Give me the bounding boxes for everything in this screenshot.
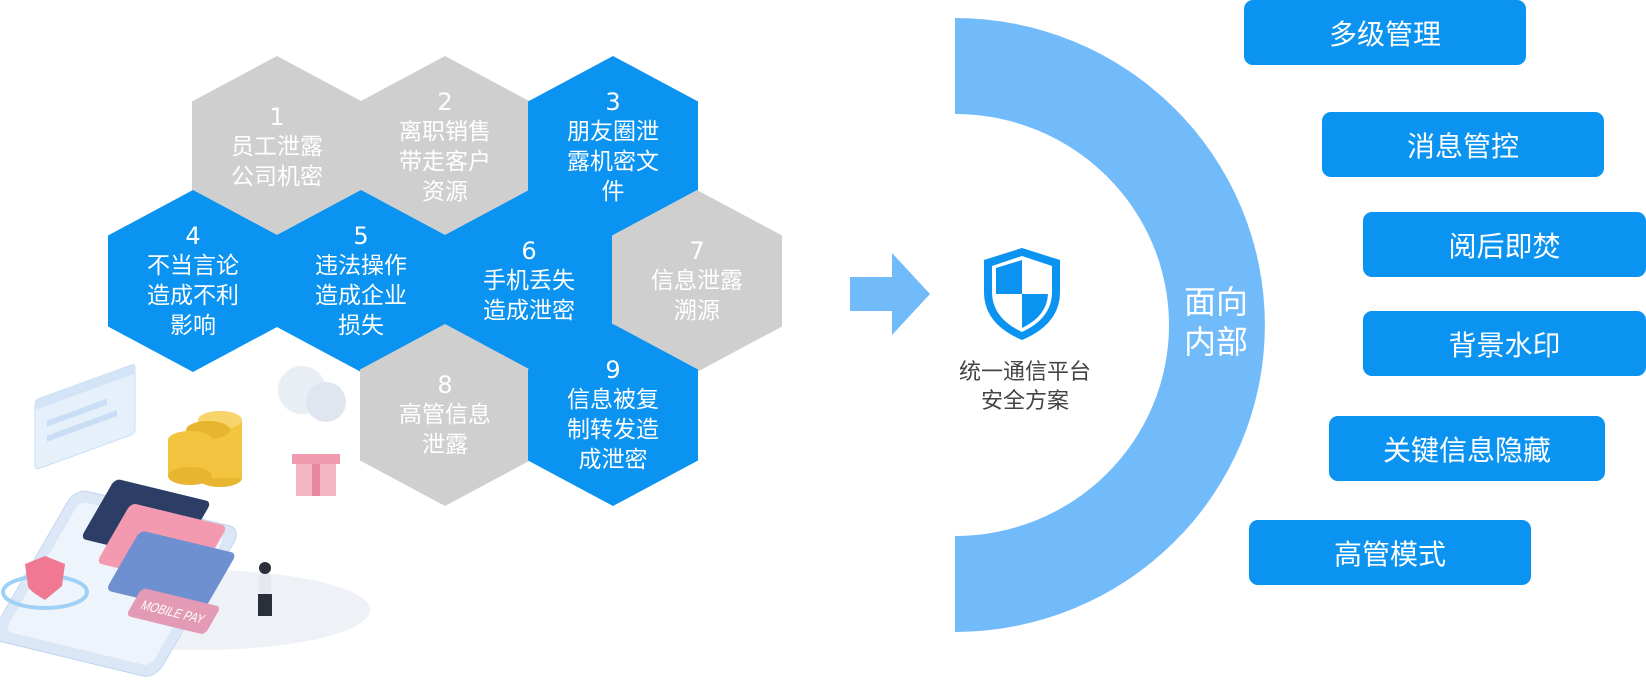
risk-text: 不当言论造成不利影响 — [147, 253, 239, 339]
ring-label: 面向 内部 — [1166, 282, 1266, 362]
feature-key-info-hiding[interactable]: 关键信息隐藏 — [1329, 416, 1605, 481]
solution-caption: 统一通信平台 安全方案 — [935, 358, 1115, 416]
risk-text: 离职销售带走客户资源 — [399, 119, 491, 205]
shield-icon — [984, 248, 1060, 340]
ring-label-line1: 面向 — [1183, 283, 1248, 321]
person-graphic — [258, 562, 272, 616]
risk-number: 1 — [269, 103, 285, 131]
pink-shield-graphic — [1, 556, 89, 610]
browser-window-graphic — [34, 363, 136, 470]
arrow-right-icon — [850, 253, 930, 335]
risk-text: 朋友圈泄露机密文件 — [567, 119, 659, 205]
bank-cards-graphic: MOBILE PAY — [82, 479, 235, 634]
risk-number: 9 — [605, 356, 621, 384]
balloon-graphic — [278, 366, 346, 422]
risk-tile: 8 高管信息泄露 — [360, 324, 530, 506]
feature-background-watermark[interactable]: 背景水印 — [1363, 311, 1646, 376]
risk-number: 4 — [185, 222, 201, 250]
ring-label-line2: 内部 — [1183, 323, 1248, 361]
risk-text: 员工泄露公司机密 — [231, 134, 323, 190]
risk-number: 6 — [521, 237, 537, 265]
risk-number: 2 — [437, 88, 453, 116]
risk-number: 7 — [689, 237, 705, 265]
risk-text: 信息被复制转发造成泄密 — [567, 387, 659, 473]
caption-line2: 安全方案 — [980, 389, 1069, 414]
risk-text: 违法操作造成企业损失 — [315, 253, 407, 339]
feature-multi-level-management[interactable]: 多级管理 — [1244, 0, 1526, 65]
gift-box-graphic — [292, 454, 340, 496]
risk-text: 高管信息泄露 — [399, 402, 491, 458]
caption-line1: 统一通信平台 — [958, 360, 1091, 385]
half-ring-shape — [955, 18, 1265, 632]
feature-message-control[interactable]: 消息管控 — [1322, 112, 1604, 177]
feature-executive-mode[interactable]: 高管模式 — [1249, 520, 1531, 585]
risk-number: 5 — [353, 222, 369, 250]
risk-text: 信息泄露溯源 — [651, 268, 743, 324]
mobile-payment-illustration: MOBILE PAY — [0, 363, 370, 677]
coin-stack-graphic — [168, 411, 242, 487]
risk-number: 8 — [437, 371, 453, 399]
feature-burn-after-reading[interactable]: 阅后即焚 — [1363, 212, 1646, 277]
risk-text: 手机丢失造成泄密 — [483, 268, 575, 324]
risk-number: 3 — [605, 88, 621, 116]
risk-tile: 9 信息被复制转发造成泄密 — [528, 324, 698, 506]
